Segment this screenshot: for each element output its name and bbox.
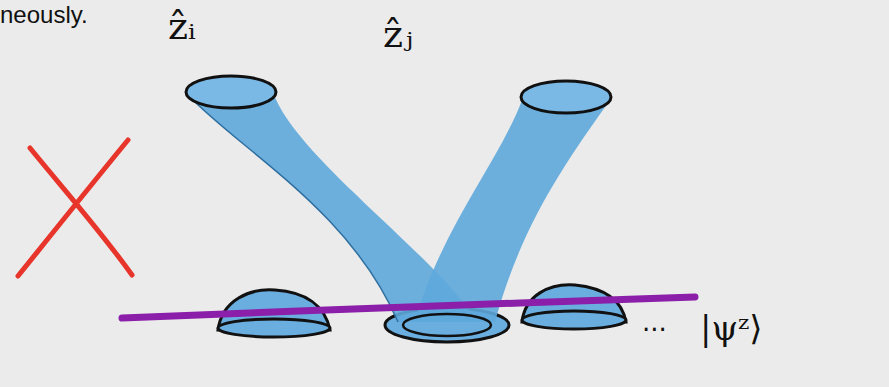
funnel	[415, 100, 610, 322]
ellipsis: ...	[642, 308, 667, 337]
operator-label: ẑᵢ	[168, 6, 196, 48]
cross-mark	[18, 140, 128, 276]
title-fragment: neously.	[0, 2, 88, 28]
operator-label: ẑⱼ	[383, 14, 413, 56]
blob-base	[522, 311, 626, 329]
state-line	[122, 297, 695, 318]
funnel-mouth	[186, 76, 276, 108]
funnel-mouth	[521, 81, 611, 113]
cross-mark	[30, 148, 132, 275]
funnel-base	[403, 314, 491, 336]
funnel-edge	[188, 95, 398, 322]
blob-base	[218, 319, 330, 337]
state-label: |ψᶻ⟩	[700, 310, 763, 347]
